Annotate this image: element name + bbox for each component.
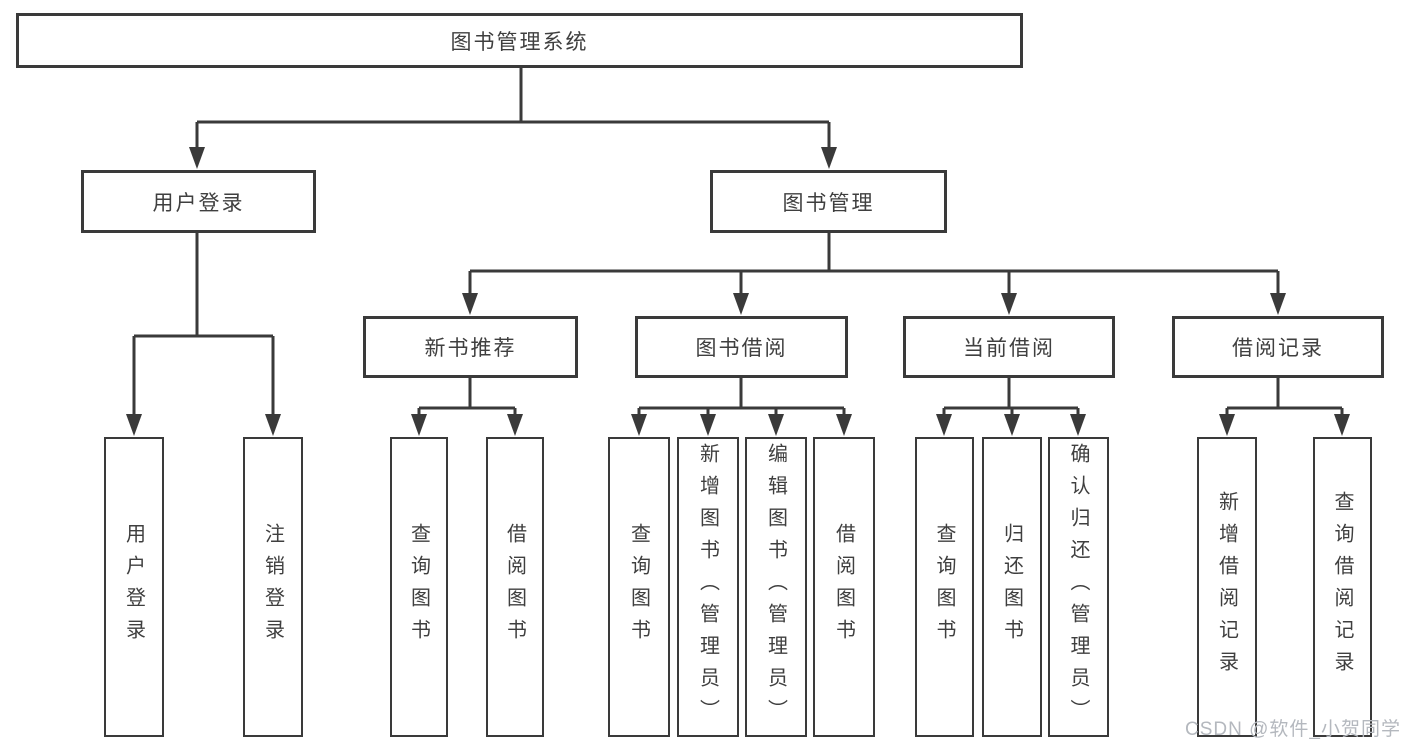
- node-new-book-recommend: 新书推荐: [363, 316, 578, 378]
- arrowhead-icons: [126, 147, 1350, 436]
- leaf-query-books-borrowing: 查询图书: [608, 437, 670, 737]
- leaf-add-borrow-record: 新增借阅记录: [1197, 437, 1257, 737]
- leaf-query-books-recommend: 查询图书: [390, 437, 448, 737]
- leaf-user-login: 用户登录: [104, 437, 164, 737]
- leaf-edit-books-admin: 编辑图书（管理员）: [745, 437, 807, 737]
- leaf-logout: 注销登录: [243, 437, 303, 737]
- leaf-query-books-current: 查询图书: [915, 437, 974, 737]
- leaf-borrow-books: 借阅图书: [813, 437, 875, 737]
- node-borrowing-records: 借阅记录: [1172, 316, 1384, 378]
- node-current-borrowing: 当前借阅: [903, 316, 1115, 378]
- leaf-return-books: 归还图书: [982, 437, 1042, 737]
- leaf-query-borrow-record: 查询借阅记录: [1313, 437, 1372, 737]
- node-book-borrowing: 图书借阅: [635, 316, 848, 378]
- leaf-confirm-return-admin: 确认归还（管理员）: [1048, 437, 1109, 737]
- csdn-watermark: CSDN @软件_小贺同学: [1185, 719, 1401, 740]
- connector-paths: [132, 68, 1344, 419]
- leaf-borrow-books-recommend: 借阅图书: [486, 437, 544, 737]
- node-book-management: 图书管理: [710, 170, 947, 233]
- leaf-add-books-admin: 新增图书（管理员）: [677, 437, 739, 737]
- node-library-management-system: 图书管理系统: [16, 13, 1023, 68]
- node-user-login: 用户登录: [81, 170, 316, 233]
